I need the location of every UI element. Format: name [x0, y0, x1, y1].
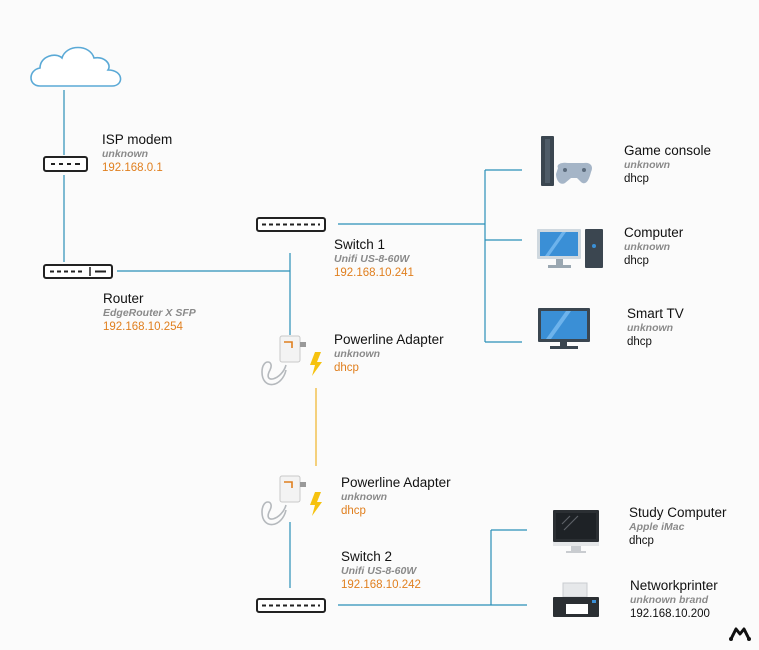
node-model: unknown	[334, 348, 381, 360]
powerline-adapter-icon[interactable]	[261, 335, 306, 386]
networkprinter-label: Networkprinter unknown brand 192.168.10.…	[630, 579, 718, 621]
node-model: unknown	[624, 159, 671, 171]
lightning-icon	[310, 492, 322, 516]
node-name: Powerline Adapter	[341, 475, 451, 490]
node-model: unknown brand	[630, 594, 709, 606]
node-name: Switch 2	[341, 549, 393, 564]
logo-icon	[729, 627, 751, 641]
smart-tv-label: Smart TV unknown dhcp	[627, 307, 684, 349]
imac-icon[interactable]	[553, 510, 599, 553]
node-name: Switch 1	[334, 237, 386, 252]
switch2-label: Switch 2 Unifi US-8-60W 192.168.10.242	[341, 550, 421, 592]
switch1-label: Switch 1 Unifi US-8-60W 192.168.10.241	[334, 238, 414, 280]
node-name: ISP modem	[102, 132, 173, 147]
powerline1-label: Powerline Adapter unknown dhcp	[334, 333, 444, 375]
node-address: 192.168.10.241	[334, 267, 414, 279]
node-name: Router	[103, 291, 144, 306]
switch-icon[interactable]	[256, 217, 326, 232]
study-computer-label: Study Computer Apple iMac dhcp	[629, 506, 727, 548]
node-model: unknown	[102, 148, 149, 160]
modem-icon[interactable]	[43, 156, 88, 172]
powerline-adapter-icon[interactable]	[261, 475, 306, 526]
node-address: dhcp	[334, 362, 359, 374]
node-address: 192.168.10.200	[630, 608, 710, 620]
node-model: unknown	[627, 322, 674, 334]
node-name: Powerline Adapter	[334, 332, 444, 347]
switch-icon[interactable]	[256, 598, 326, 613]
tv-icon[interactable]	[538, 308, 590, 349]
isp-modem-label: ISP modem unknown 192.168.0.1	[102, 133, 172, 175]
computer-label: Computer unknown dhcp	[624, 226, 683, 268]
node-address: dhcp	[629, 535, 654, 547]
node-model: unknown	[624, 241, 671, 253]
node-name: Computer	[624, 225, 684, 240]
node-name: Study Computer	[629, 505, 727, 520]
desktop-computer-icon[interactable]	[537, 229, 603, 268]
node-name: Smart TV	[627, 306, 684, 321]
node-model: EdgeRouter X SFP	[103, 307, 196, 319]
links	[63, 90, 527, 606]
router-label: Router EdgeRouter X SFP 192.168.10.254	[103, 292, 196, 334]
node-address: dhcp	[624, 255, 649, 267]
printer-icon[interactable]	[553, 582, 599, 617]
cloud-icon	[30, 46, 122, 87]
game-console-icon[interactable]	[541, 136, 593, 186]
node-address: dhcp	[624, 173, 649, 185]
node-model: Unifi US-8-60W	[341, 565, 417, 577]
node-address: dhcp	[627, 336, 652, 348]
node-model: Unifi US-8-60W	[334, 253, 410, 265]
node-model: Apple iMac	[629, 521, 685, 533]
game-console-label: Game console unknown dhcp	[624, 144, 711, 186]
node-address: 192.168.10.254	[103, 321, 183, 333]
node-address: dhcp	[341, 505, 366, 517]
node-name: Game console	[624, 143, 712, 158]
lightning-icon	[310, 352, 322, 376]
node-address: 192.168.10.242	[341, 579, 421, 591]
powerline2-label: Powerline Adapter unknown dhcp	[341, 476, 451, 518]
node-model: unknown	[341, 491, 388, 503]
router-icon[interactable]	[43, 264, 113, 279]
node-address: 192.168.0.1	[102, 162, 163, 174]
node-name: Networkprinter	[630, 578, 718, 593]
